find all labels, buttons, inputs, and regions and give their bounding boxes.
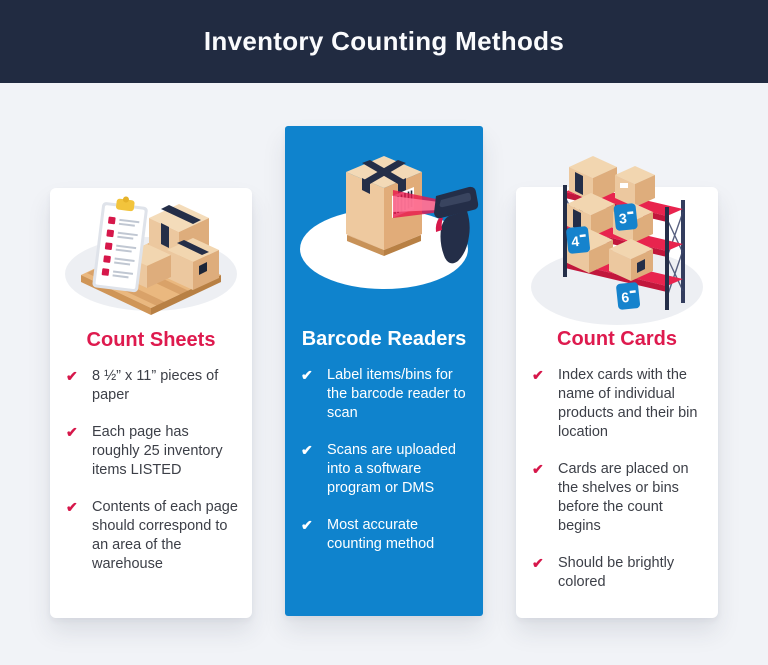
bullet-item: ✔ Each page has roughly 25 inventory ite… <box>66 423 238 480</box>
svg-text:3: 3 <box>618 210 628 227</box>
scanner-gun-icon <box>434 186 479 264</box>
check-icon: ✔ <box>301 442 313 458</box>
bullet-text: 8 ½” x 11” pieces of paper <box>92 368 219 403</box>
bullet-text: Index cards with the name of individual … <box>558 367 698 440</box>
bullet-item: ✔ Label items/bins for the barcode reade… <box>301 366 469 423</box>
bullet-item: ✔ 8 ½” x 11” pieces of paper <box>66 367 238 405</box>
clipboard-icon <box>92 196 148 293</box>
svg-text:4: 4 <box>571 233 581 250</box>
count-sheets-illustration <box>50 188 252 315</box>
card-title: Count Sheets <box>86 329 216 351</box>
bullet-text: Each page has roughly 25 inventory items… <box>92 424 223 478</box>
bullet-text: Cards are placed on the shelves or bins … <box>558 461 689 534</box>
tag-4: 4 <box>566 226 591 254</box>
bullet-text: Scans are uploaded into a software progr… <box>327 442 456 496</box>
bullet-text: Contents of each page should correspond … <box>92 499 238 572</box>
card-barcode-readers: Barcode Readers ✔ Label items/bins for t… <box>285 126 483 616</box>
check-icon: ✔ <box>301 517 313 533</box>
check-icon: ✔ <box>532 555 544 571</box>
bullet-text: Most accurate counting method <box>327 517 435 552</box>
bullet-item: ✔ Cards are placed on the shelves or bin… <box>532 460 704 536</box>
check-icon: ✔ <box>66 424 78 440</box>
tag-6: 6 <box>616 282 641 310</box>
app-header: Inventory Counting Methods <box>0 0 768 83</box>
svg-text:6: 6 <box>621 289 631 306</box>
card-count-sheets: Count Sheets ✔ 8 ½” x 11” pieces of pape… <box>50 188 252 618</box>
check-icon: ✔ <box>66 368 78 384</box>
tag-3: 3 <box>613 203 638 231</box>
pallet-boxes-clipboard-icon <box>65 196 237 315</box>
page-title: Inventory Counting Methods <box>203 26 565 56</box>
card-title: Barcode Readers <box>301 328 467 350</box>
barcode-scanner-icon <box>300 156 479 289</box>
bullet-item: ✔ Index cards with the name of individua… <box>532 366 704 442</box>
bullet-item: ✔ Most accurate counting method <box>301 516 469 554</box>
bullet-text: Label items/bins for the barcode reader … <box>327 367 466 421</box>
bullet-list: ✔ Index cards with the name of individua… <box>516 366 718 592</box>
card-title: Count Cards <box>557 328 677 350</box>
count-cards-illustration: 3 4 6 <box>516 156 718 325</box>
shelf-rack-icon: 3 4 6 <box>531 156 703 325</box>
check-icon: ✔ <box>532 461 544 477</box>
check-icon: ✔ <box>301 367 313 383</box>
laser-beam-icon <box>393 190 441 218</box>
bullet-list: ✔ Label items/bins for the barcode reade… <box>285 366 483 554</box>
check-icon: ✔ <box>66 499 78 515</box>
check-icon: ✔ <box>532 367 544 383</box>
bullet-list: ✔ 8 ½” x 11” pieces of paper ✔ Each page… <box>50 367 252 574</box>
bullet-item: ✔ Contents of each page should correspon… <box>66 498 238 574</box>
bullet-text: Should be brightly colored <box>558 555 675 590</box>
bullet-item: ✔ Should be brightly colored <box>532 554 704 592</box>
barcode-readers-illustration <box>285 126 483 308</box>
card-count-cards: 3 4 6 Count Cards ✔ Index cards with the… <box>516 156 718 618</box>
bullet-item: ✔ Scans are uploaded into a software pro… <box>301 441 469 498</box>
boxes-icon <box>123 204 219 290</box>
